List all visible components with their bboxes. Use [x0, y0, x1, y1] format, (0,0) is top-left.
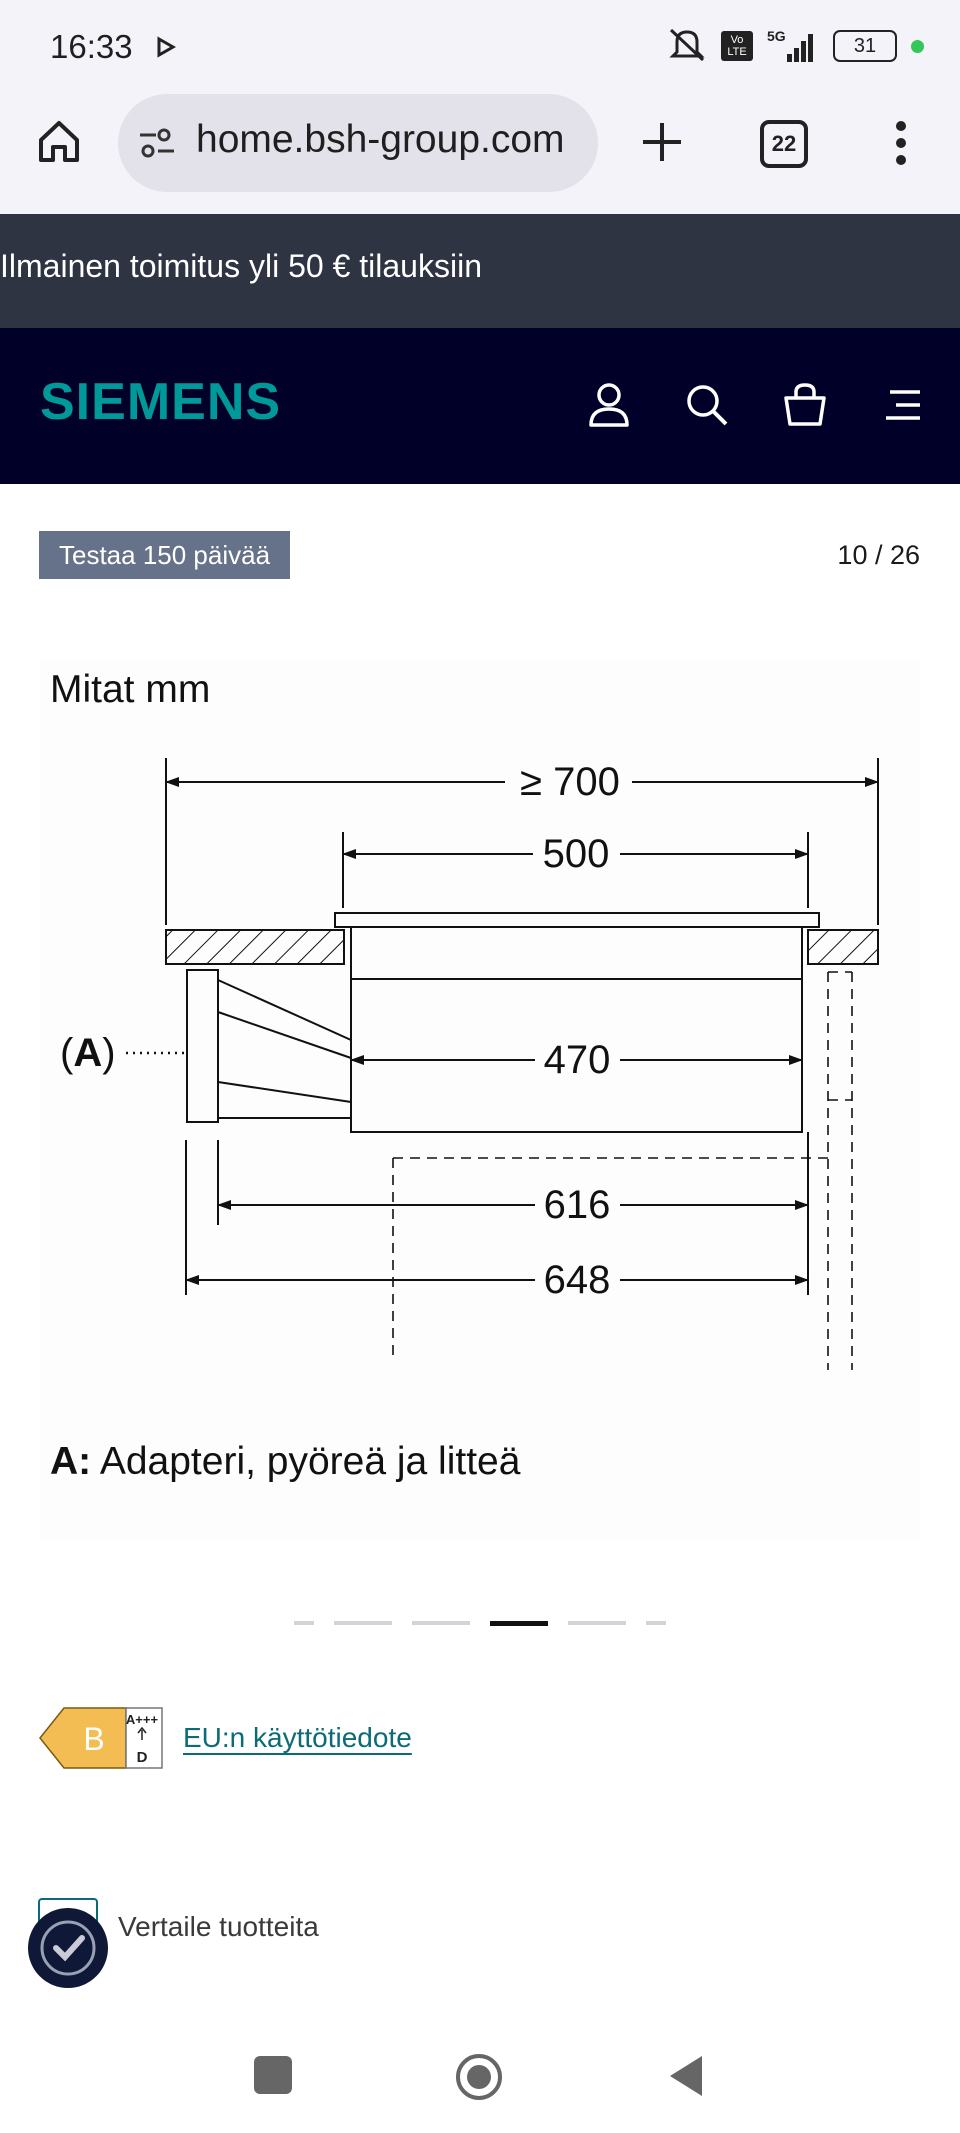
volte-icon: Vo LTE: [721, 31, 753, 61]
shield-check-icon: [40, 1920, 96, 1976]
promo-text: Ilmainen toimitus yli 50 € tilauksiin: [0, 248, 482, 284]
drawing-caption: A: Adapteri, pyöreä ja litteä: [50, 1440, 521, 1483]
trusted-shop-badge[interactable]: [28, 1908, 108, 1988]
energy-scale-top: A+++: [126, 1712, 159, 1727]
siemens-logo[interactable]: SIEMENS: [40, 373, 282, 431]
promo-banner: [0, 214, 960, 328]
carousel-dot[interactable]: [334, 1621, 392, 1625]
drawing-title: Mitat mm: [50, 668, 211, 711]
dimension-diagram: ≥ 700 500 470 616 648 (A): [60, 758, 879, 1370]
carousel-dot[interactable]: [568, 1621, 626, 1625]
site-settings-icon[interactable]: [138, 126, 176, 165]
callout-a-label: A: [73, 1031, 102, 1075]
status-icons: Vo LTE 5G 31: [667, 26, 924, 66]
more-menu-icon[interactable]: [894, 120, 908, 171]
dim-648-label: 648: [544, 1258, 611, 1302]
home-button[interactable]: [454, 2052, 504, 2107]
carousel-dot[interactable]: [412, 1621, 470, 1625]
signal-icon: 5G: [767, 28, 819, 64]
dim-470-label: 470: [544, 1038, 611, 1082]
trial-badge: Testaa 150 päivää: [39, 531, 291, 579]
dim-500-label: 500: [543, 832, 610, 876]
site-header: [0, 328, 960, 484]
new-tab-icon[interactable]: [640, 120, 684, 169]
energy-datasheet-link[interactable]: EU:n käyttötiedote: [183, 1722, 412, 1753]
compare-label[interactable]: Vertaile tuotteita: [118, 1911, 319, 1942]
carousel-dot[interactable]: [646, 1621, 666, 1625]
cast-icon: [155, 36, 177, 63]
battery-icon: 31: [833, 30, 897, 62]
dim-616-label: 616: [544, 1183, 611, 1227]
back-button[interactable]: [668, 2054, 704, 2103]
gallery-counter: 10 / 26: [837, 540, 920, 570]
recents-button[interactable]: [254, 2056, 292, 2094]
menu-icon[interactable]: [878, 380, 928, 430]
address-bar[interactable]: [118, 94, 598, 192]
energy-label-badge[interactable]: B A+++ D: [38, 1706, 164, 1775]
account-icon[interactable]: [584, 380, 634, 430]
url-text[interactable]: home.bsh-group.com: [196, 118, 565, 161]
search-icon[interactable]: [682, 380, 732, 430]
energy-class: B: [83, 1721, 104, 1757]
privacy-dot-icon: [911, 39, 924, 53]
basket-icon[interactable]: [780, 380, 830, 430]
carousel-dot-active[interactable]: [490, 1620, 548, 1626]
svg-text:(A): (A): [60, 1031, 116, 1075]
carousel-dots: [294, 1620, 666, 1626]
status-time: 16:33: [50, 28, 133, 65]
mute-icon: [667, 26, 707, 67]
dim-overall-label: ≥ 700: [520, 760, 620, 804]
home-icon[interactable]: [36, 118, 82, 169]
energy-scale-bottom: D: [137, 1749, 148, 1766]
tab-switcher-button[interactable]: 22: [760, 120, 808, 168]
carousel-dot[interactable]: [294, 1621, 314, 1625]
